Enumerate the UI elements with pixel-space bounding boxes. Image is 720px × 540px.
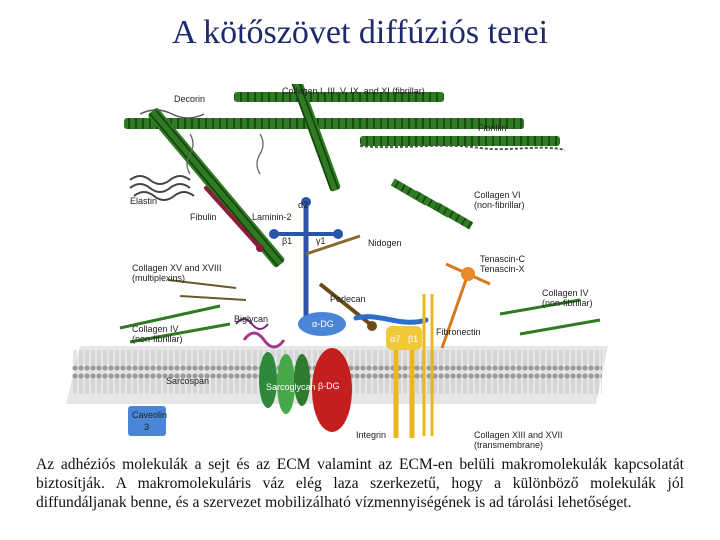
label-nidogen: Nidogen	[368, 238, 402, 248]
elastin-coils	[129, 175, 195, 201]
fibulin-rod	[204, 186, 264, 252]
label-fibrillin: Fibrillin	[478, 123, 507, 133]
label-collagen-vi: Collagen VI	[474, 190, 521, 200]
label-collagen-iv-right: Collagen IV	[542, 288, 589, 298]
alpha-dystroglycan	[298, 312, 346, 336]
sarcoglycan-complex	[242, 331, 310, 414]
label-collagen-iv-right-sub: (non-fibrillar)	[542, 298, 593, 308]
laminin-2	[269, 197, 343, 320]
caveolin-box	[128, 406, 166, 436]
label-sarcoglycan: Sarcoglycan	[266, 382, 316, 392]
beta-dystroglycan	[312, 348, 352, 432]
collagen-fibrils	[124, 84, 560, 268]
fibronectin	[353, 314, 429, 325]
label-perlecan: Perlecan	[330, 294, 366, 304]
caption: Az adhéziós molekulák a sejt és az ECM v…	[36, 456, 684, 511]
label-collagen-xiii-sub: (transmembrane)	[474, 440, 543, 450]
label-integrin: Integrin	[356, 430, 386, 440]
label-beta1-integrin: β1	[408, 334, 418, 344]
decorin-strands	[139, 109, 264, 175]
label-collagen-fibrillar: Collagen I, III, V, IX, and XI (fibrilla…	[282, 86, 425, 96]
label-tenascin-c: Tenascin-C	[480, 254, 526, 264]
label-collagen-xiii: Collagen XIII and XVII	[474, 430, 563, 440]
label-decorin: Decorin	[174, 94, 205, 104]
biglycan	[235, 318, 269, 330]
label-biglycan: Biglycan	[234, 314, 268, 324]
ecm-diagram: Decorin Collagen I, III, V, IX, and XI (…	[66, 84, 608, 450]
label-fibronectin: Fibronectin	[436, 327, 481, 337]
label-caveolin: Caveolin	[132, 410, 167, 420]
slide-title: A kötőszövet diffúziós terei	[171, 14, 549, 51]
multiplexin-strands	[167, 279, 247, 301]
label-collagen-iv-left: Collagen IV	[132, 324, 179, 334]
label-tenascin-x: Tenascin-X	[480, 264, 525, 274]
label-caveolin-num: 3	[144, 422, 149, 432]
fibrillin-strand	[359, 144, 566, 151]
label-alpha2: α2	[298, 200, 308, 210]
label-fibulin: Fibulin	[190, 212, 217, 222]
collagen-iv-right	[499, 298, 601, 336]
label-gamma1: γ1	[316, 236, 326, 246]
label-collagen-vi-sub: (non-fibrillar)	[474, 200, 525, 210]
label-collagen-iv-left-sub: (non-fibrillar)	[132, 334, 183, 344]
label-beta-dg: β-DG	[318, 381, 340, 391]
collagen-iv-left	[119, 304, 231, 344]
collagen-xiii-xvii	[422, 294, 434, 436]
label-beta1-laminin: β1	[282, 236, 292, 246]
label-laminin: Laminin-2	[252, 212, 292, 222]
label-alpha-dg: α-DG	[312, 319, 334, 329]
integrin	[386, 326, 422, 438]
collagen-vi-chain	[390, 178, 474, 230]
label-alpha7: α7	[390, 334, 400, 344]
label-collagen-xv: Collagen XV and XVIII	[132, 263, 222, 273]
tenascin-c	[440, 262, 491, 349]
label-sarcospan: Sarcospan	[166, 376, 209, 386]
label-elastin: Elastin	[130, 196, 157, 206]
label-collagen-xv-sub: (multiplexins)	[132, 273, 185, 283]
